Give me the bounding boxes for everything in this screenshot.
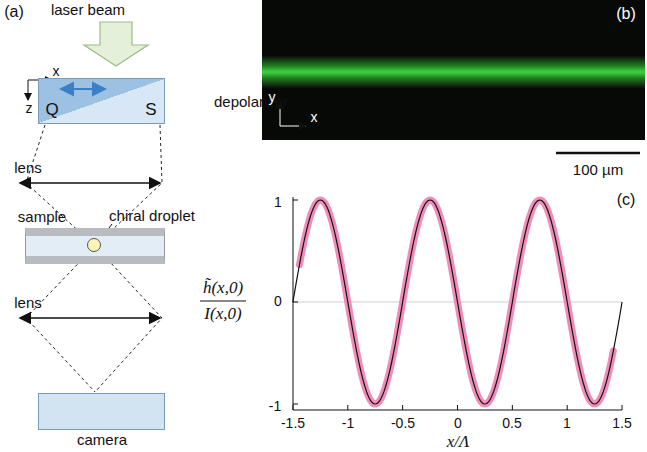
text-label: z bbox=[26, 101, 33, 116]
camera-image bbox=[262, 0, 645, 140]
green-beam bbox=[262, 56, 645, 88]
node-label: camera bbox=[77, 432, 127, 449]
node-label: sample bbox=[18, 209, 66, 226]
polarization-arrow bbox=[55, 79, 115, 99]
text-label: 1.5 bbox=[612, 416, 631, 431]
node-label: Q bbox=[45, 101, 58, 120]
text-label: -1 bbox=[342, 416, 354, 431]
text-label: -1 bbox=[269, 399, 281, 414]
fit-curve bbox=[293, 200, 622, 404]
text-label: 1 bbox=[274, 195, 282, 210]
text-label: (c) bbox=[617, 191, 636, 209]
tick-marks bbox=[293, 200, 622, 410]
axis-z bbox=[28, 80, 29, 100]
sample-cell: sample bbox=[25, 228, 165, 264]
data-curve bbox=[300, 200, 614, 404]
text-label: 0.5 bbox=[502, 416, 521, 431]
text-label: (a) bbox=[4, 3, 24, 21]
plot-axes bbox=[293, 197, 622, 410]
text-label: 0 bbox=[274, 294, 282, 309]
lens-symbol bbox=[20, 182, 160, 184]
text-label: -1.5 bbox=[281, 416, 305, 431]
node-label: depolarizer bbox=[214, 94, 288, 111]
node-label: S bbox=[145, 101, 156, 120]
chiral-droplet bbox=[87, 238, 101, 252]
text-label: 0 bbox=[454, 416, 462, 431]
text-label: (b) bbox=[616, 5, 636, 23]
text-label: I(x,0) bbox=[204, 305, 241, 324]
text-label: -0.5 bbox=[391, 416, 415, 431]
depolarizer-box: QSdepolarizer bbox=[38, 78, 165, 124]
camera-box: camera bbox=[38, 393, 165, 430]
text-label: 100 µm bbox=[573, 162, 623, 179]
text-label: lens bbox=[14, 295, 42, 312]
lens-symbol bbox=[20, 317, 160, 319]
scale-bar bbox=[556, 152, 640, 155]
fraction-bar bbox=[200, 301, 246, 302]
text-label: 1 bbox=[563, 416, 571, 431]
text-label: lens bbox=[14, 160, 42, 177]
text-label: chiral droplet bbox=[109, 208, 195, 225]
text-label: y bbox=[269, 90, 276, 105]
text-label: x/Λ bbox=[447, 433, 470, 452]
axis-x bbox=[280, 126, 306, 127]
text-label: h̃(x,0) bbox=[203, 279, 243, 298]
text-label: laser beam bbox=[51, 2, 125, 19]
text-label: x bbox=[53, 64, 60, 79]
laser-arrow bbox=[84, 22, 148, 66]
text-label: x bbox=[311, 110, 318, 125]
